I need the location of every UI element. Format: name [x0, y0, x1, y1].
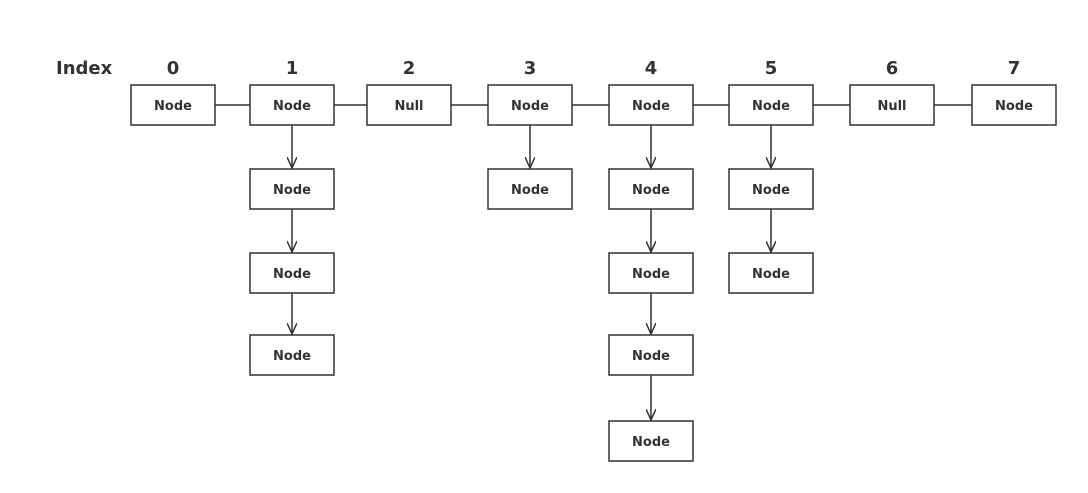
- index-label: Index: [56, 58, 113, 79]
- chain-node-box: [249, 334, 335, 376]
- bucket-box: [130, 84, 216, 126]
- chain-node-3-1: Node: [487, 168, 573, 210]
- index-number-6: 6: [886, 58, 899, 79]
- bucket-label: Node: [752, 99, 790, 114]
- bucket-box: [366, 84, 452, 126]
- chain-node-box: [249, 168, 335, 210]
- bucket-label: Null: [394, 99, 423, 114]
- chain-node-4-4: Node: [608, 420, 694, 462]
- chain-node-4-1: Node: [608, 168, 694, 210]
- bucket-label: Node: [995, 99, 1033, 114]
- bucket-7: Node: [971, 84, 1057, 126]
- index-number-0: 0: [167, 58, 180, 79]
- index-number-5: 5: [765, 58, 778, 79]
- chain-node-label: Node: [632, 267, 670, 282]
- bucket-label: Node: [511, 99, 549, 114]
- chain-node-box: [608, 252, 694, 294]
- bucket-label: Node: [154, 99, 192, 114]
- chain-node-box: [608, 168, 694, 210]
- chain-node-box: [249, 252, 335, 294]
- bucket-2: Null: [366, 84, 452, 126]
- chain-node-4-3: Node: [608, 334, 694, 376]
- index-number-4: 4: [645, 58, 658, 79]
- chain-node-5-2: Node: [728, 252, 814, 294]
- bucket-6: Null: [849, 84, 935, 126]
- bucket-1: Node: [249, 84, 335, 126]
- chain-node-label: Node: [632, 183, 670, 198]
- bucket-layer: 0Node1NodeNodeNodeNode2Null3NodeNode4Nod…: [130, 58, 1057, 462]
- chain-node-label: Node: [752, 267, 790, 282]
- chain-node-5-1: Node: [728, 168, 814, 210]
- chain-node-box: [728, 252, 814, 294]
- bucket-box: [849, 84, 935, 126]
- chain-node-box: [608, 420, 694, 462]
- index-number-3: 3: [524, 58, 537, 79]
- bucket-box: [971, 84, 1057, 126]
- bucket-box: [487, 84, 573, 126]
- chain-node-label: Node: [632, 349, 670, 364]
- chain-node-label: Node: [511, 183, 549, 198]
- index-number-7: 7: [1008, 58, 1021, 79]
- chain-node-label: Node: [273, 349, 311, 364]
- bucket-box: [249, 84, 335, 126]
- connector-layer: [215, 104, 972, 420]
- bucket-label: Node: [273, 99, 311, 114]
- bucket-label: Node: [632, 99, 670, 114]
- bucket-label: Null: [877, 99, 906, 114]
- bucket-box: [728, 84, 814, 126]
- chain-node-label: Node: [752, 183, 790, 198]
- index-number-2: 2: [403, 58, 416, 79]
- bucket-3: Node: [487, 84, 573, 126]
- chain-node-4-2: Node: [608, 252, 694, 294]
- chain-node-box: [608, 334, 694, 376]
- chain-node-1-2: Node: [249, 252, 335, 294]
- bucket-box: [608, 84, 694, 126]
- chain-node-1-3: Node: [249, 334, 335, 376]
- bucket-4: Node: [608, 84, 694, 126]
- chain-node-label: Node: [273, 183, 311, 198]
- chain-node-label: Node: [632, 435, 670, 450]
- chain-node-box: [487, 168, 573, 210]
- chain-node-label: Node: [273, 267, 311, 282]
- chain-node-1-1: Node: [249, 168, 335, 210]
- index-number-1: 1: [286, 58, 299, 79]
- bucket-0: Node: [130, 84, 216, 126]
- chain-node-box: [728, 168, 814, 210]
- bucket-5: Node: [728, 84, 814, 126]
